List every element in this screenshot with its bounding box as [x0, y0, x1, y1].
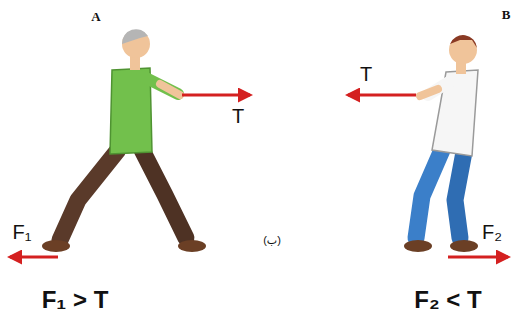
tension-arrow: [182, 94, 250, 97]
shoe: [178, 240, 206, 252]
person-label: A: [91, 10, 100, 23]
leg: [455, 152, 464, 238]
leg: [142, 150, 186, 238]
force-label: T: [360, 64, 372, 84]
hair: [122, 29, 148, 44]
hand: [160, 84, 180, 95]
figure-tag: (ب): [263, 235, 281, 246]
shoe: [404, 240, 432, 252]
force-label: F₂: [482, 222, 502, 242]
force-label: T: [232, 106, 244, 126]
person-label: B: [502, 8, 511, 21]
shoe: [450, 240, 478, 252]
hand: [420, 89, 438, 96]
head: [449, 36, 477, 64]
leg: [416, 150, 442, 238]
comparison-label: F₂ < T: [414, 288, 481, 312]
head: [122, 30, 150, 58]
friction-arrow: [10, 256, 58, 259]
friction-arrow: [448, 256, 508, 259]
neck: [130, 56, 140, 70]
tension-arrow: [348, 94, 416, 97]
person-a: [42, 29, 206, 252]
person-b: [404, 35, 478, 252]
force-label: F₁: [13, 222, 32, 242]
hair: [450, 35, 477, 48]
shoe: [42, 240, 70, 252]
leg: [60, 150, 118, 240]
comparison-label: F₁ > T: [42, 288, 109, 312]
